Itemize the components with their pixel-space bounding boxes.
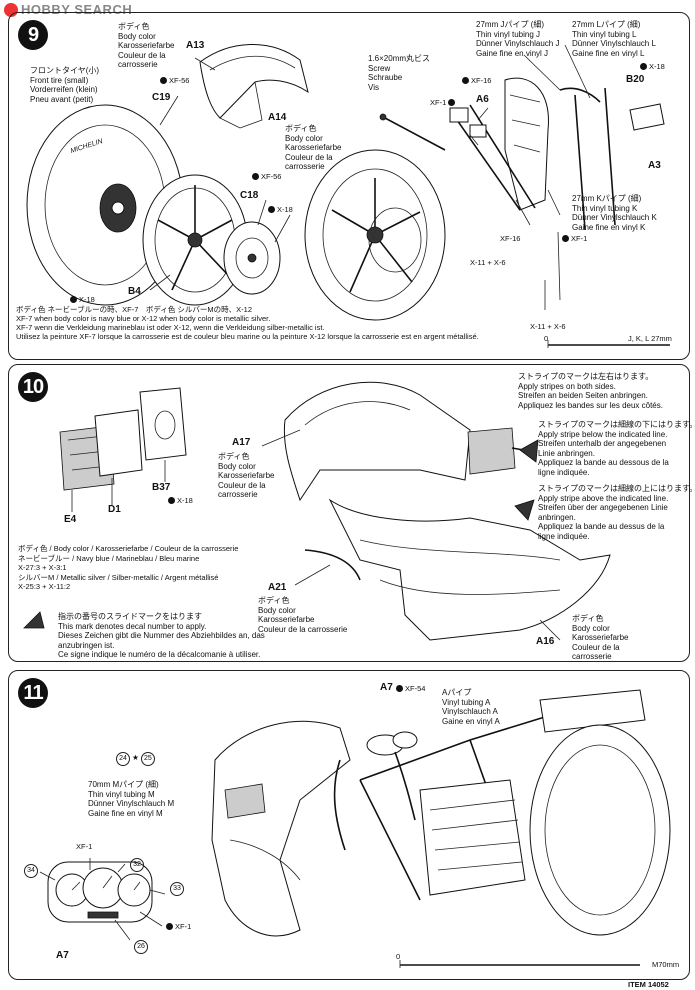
part-b4: B4	[128, 286, 141, 297]
step-9-number: 9	[18, 20, 48, 50]
watermark-logo: HOBBY SEARCH	[4, 2, 132, 17]
paint-xf56-c18: XF-56	[252, 172, 281, 181]
paint-dot-icon	[462, 77, 469, 84]
paint-dot-icon	[640, 63, 647, 70]
body-color-mixes: ボディ色 / Body color / Karosseriefarbe / Co…	[18, 544, 239, 591]
decal-24-25: 24 ★ 25	[116, 752, 155, 766]
part-a21: A21	[268, 582, 287, 593]
front-tire-label: フロントタイヤ(小)Front tire (small)Vorderreifen…	[30, 66, 100, 104]
part-a7-gauge: A7	[56, 950, 69, 961]
paint-xf54: XF-54	[396, 684, 425, 693]
paint-dot-icon	[160, 77, 167, 84]
paint-x18-b20: X-18	[640, 62, 665, 71]
scale-label-9: J, K, L 27mm	[628, 334, 672, 343]
part-d1: D1	[108, 504, 121, 515]
part-a13: A13	[186, 40, 205, 51]
paint-dot-icon	[396, 685, 403, 692]
part-c19: C19	[152, 92, 171, 103]
decal-34: 34	[24, 864, 38, 878]
paint-dot-icon	[562, 235, 569, 242]
part-b37: B37	[152, 482, 171, 493]
paint-xf1-a6: XF-1	[430, 98, 457, 107]
paint-xf1-k: XF-1	[562, 234, 587, 243]
paint-xf1-gauge-right: XF-1	[166, 922, 191, 931]
scale-zero-9: 0	[544, 334, 549, 343]
paint-x11-x6-b: X-11 + X-6	[530, 322, 566, 331]
paint-xf56-c19: XF-56	[160, 76, 189, 85]
part-a16: A16	[536, 636, 555, 647]
stripe-below-note: ストライプのマークは細線の下にはります。Apply stripe below t…	[538, 420, 695, 477]
paint-x11-x6-a: X-11 + X-6	[470, 258, 506, 267]
paint-dot-icon	[166, 923, 173, 930]
paint-dot-icon	[268, 206, 275, 213]
decal-32: 32	[130, 858, 144, 872]
paint-dot-icon	[70, 296, 77, 303]
part-a3: A3	[648, 160, 661, 171]
stripes-both-note: ストライプのマークは左右はります。Apply stripes on both s…	[518, 372, 663, 410]
paint-xf16-k: XF-16	[500, 234, 521, 243]
decal-number-icon: 25	[140, 752, 155, 766]
decal-33: 33	[170, 882, 184, 896]
paint-dot-icon	[252, 173, 259, 180]
part-a14: A14	[268, 112, 287, 123]
part-a17: A17	[232, 437, 251, 448]
step-11-number: 11	[18, 678, 48, 708]
paint-dot-icon	[168, 497, 175, 504]
paint-x18-c18: X-18	[268, 205, 293, 214]
decal-26: 26	[134, 940, 148, 954]
item-number: ITEM 14052	[628, 980, 669, 989]
part-a7-top: A7	[380, 682, 393, 693]
part-e4: E4	[64, 514, 77, 525]
part-a6: A6	[476, 94, 489, 105]
step-11-panel	[8, 670, 690, 980]
paint-x18-b37: X-18	[168, 496, 193, 505]
paint-xf1-gauge-top: XF-1	[76, 842, 93, 851]
paint-xf16-a6: XF-16	[462, 76, 491, 85]
step-9-panel	[8, 12, 690, 360]
watermark-text: HOBBY SEARCH	[21, 2, 133, 17]
part-b20: B20	[626, 74, 645, 85]
stripe-above-note: ストライプのマークは細線の上にはります。Apply stripe above t…	[538, 484, 695, 541]
scale-zero-11: 0	[396, 952, 401, 961]
decal-number-icon: 24	[116, 752, 130, 766]
scale-label-11: M70mm	[652, 960, 680, 969]
step-10-panel	[8, 364, 690, 662]
paint-x18-wheel: X-18	[70, 295, 95, 304]
step-10-number: 10	[18, 372, 48, 402]
paint-dot-icon	[448, 99, 456, 106]
part-c18: C18	[240, 190, 259, 201]
